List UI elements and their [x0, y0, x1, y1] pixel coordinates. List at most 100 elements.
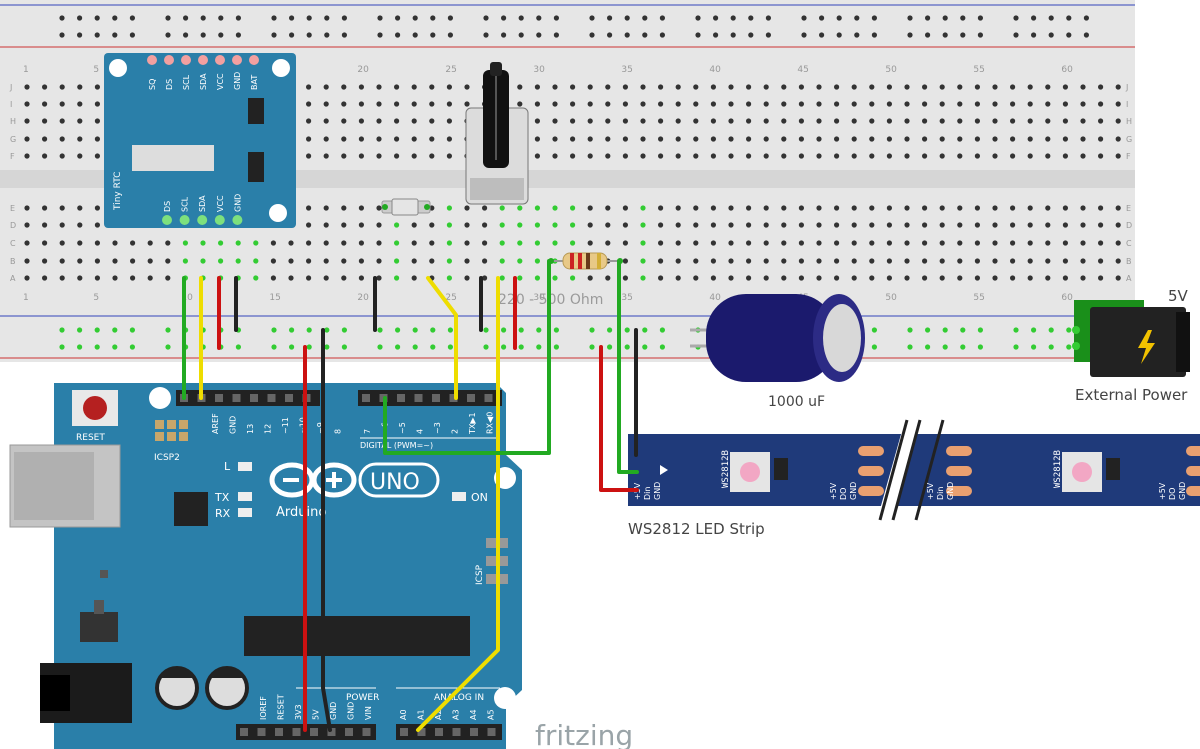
rtc-chip	[248, 98, 264, 124]
breadboard-hole	[1045, 153, 1051, 159]
column-number: 20	[357, 65, 369, 75]
breadboard-hole	[640, 222, 646, 228]
power-jack	[1072, 300, 1190, 377]
row-letter: D	[10, 221, 16, 230]
rail-hole	[501, 32, 507, 38]
rail-hole	[430, 327, 436, 333]
reset-button[interactable]	[83, 396, 107, 420]
breadboard-hole	[939, 101, 945, 107]
power-pin-label: IOREF	[259, 696, 268, 720]
header-hole	[449, 394, 458, 402]
resistor-band	[578, 253, 582, 269]
breadboard-hole	[587, 153, 593, 159]
breadboard-hole	[605, 118, 611, 124]
breadboard-hole	[658, 275, 664, 281]
rail-hole	[483, 32, 489, 38]
rail-hole	[624, 344, 630, 350]
breadboard-hole	[728, 84, 734, 90]
breadboard-hole	[1098, 84, 1104, 90]
rail-hole	[59, 344, 65, 350]
rail-hole	[377, 15, 383, 21]
breadboard-hole	[323, 205, 329, 211]
breadboard-hole	[446, 222, 452, 228]
breadboard-hole	[1098, 275, 1104, 281]
strip-break-line	[878, 419, 909, 521]
breadboard-hole	[42, 222, 48, 228]
rtc-pin-label: VCC	[216, 195, 225, 212]
breadboard-hole	[957, 84, 963, 90]
logo-ring	[311, 462, 357, 498]
rail-hole	[730, 32, 736, 38]
column-number: 35	[621, 65, 632, 75]
rail-hole	[395, 32, 401, 38]
breadboard-hole	[464, 84, 470, 90]
potentiometer-shaft[interactable]	[490, 62, 502, 76]
breadboard-hole	[341, 258, 347, 264]
breadboard-hole	[376, 258, 382, 264]
rail-hole	[289, 344, 295, 350]
breadboard-hole	[552, 84, 558, 90]
rail-hole	[59, 15, 65, 21]
header-hole	[397, 394, 405, 402]
breadboard-hole	[922, 240, 928, 246]
rail-hole	[659, 344, 666, 350]
strip-pin-label: +5V	[1158, 482, 1167, 500]
breadboard-hole	[869, 153, 875, 159]
breadboard-hole	[218, 240, 224, 246]
rail-hole	[183, 15, 189, 21]
breadboard-hole	[939, 153, 945, 159]
breadboard-hole	[130, 275, 136, 281]
solder-pad	[858, 486, 884, 496]
breadboard-hole	[24, 153, 30, 159]
pushbutton-cap[interactable]	[391, 198, 419, 216]
breadboard-hole	[253, 275, 259, 281]
potentiometer[interactable]	[465, 62, 529, 205]
rtc-pin-label: SCL	[181, 196, 190, 212]
rail-hole	[77, 344, 83, 350]
rtc-pin-label: DS	[165, 79, 174, 90]
column-number: 25	[445, 65, 456, 75]
pushbutton[interactable]	[381, 198, 431, 216]
breadboard-hole	[358, 205, 364, 211]
breadboard-hole	[622, 153, 629, 159]
breadboard-hole	[640, 118, 646, 124]
breadboard-hole	[957, 240, 963, 246]
digital-pin-label: 7	[363, 429, 372, 434]
breadboard-hole	[24, 258, 30, 264]
breadboard-hole	[922, 136, 928, 142]
rail-hole	[412, 344, 418, 350]
breadboard-hole	[693, 101, 699, 107]
rail-hole	[925, 344, 931, 350]
breadboard-hole	[816, 258, 822, 264]
breadboard-hole	[1062, 153, 1068, 159]
breadboard-hole	[517, 222, 523, 228]
breadboard-hole	[323, 136, 329, 142]
breadboard-hole	[605, 101, 611, 107]
wire-yellow-pot	[416, 276, 500, 732]
breadboard-hole	[1045, 136, 1051, 142]
rail-hole	[447, 15, 453, 21]
rail-hole	[341, 32, 347, 38]
rail-hole	[112, 15, 118, 21]
breadboard-hole	[886, 136, 893, 142]
breadboard-hole	[834, 240, 840, 246]
breadboard-hole	[1010, 118, 1016, 124]
strip-pin-label: Din	[643, 487, 652, 500]
breadboard-hole	[1098, 101, 1104, 107]
breadboard-hole	[675, 101, 681, 107]
breadboard-hole	[622, 205, 629, 211]
header-hole	[400, 728, 408, 736]
breadboard-hole	[42, 118, 48, 124]
rail-hole	[112, 344, 118, 350]
rail-hole	[589, 327, 595, 333]
breadboard-hole	[658, 136, 664, 142]
rail-hole	[430, 344, 436, 350]
breadboard-hole	[834, 153, 840, 159]
breadboard-hole	[306, 222, 312, 228]
breadboard-hole	[922, 101, 928, 107]
breadboard-hole	[834, 205, 840, 211]
breadboard-hole	[1010, 101, 1016, 107]
strip-pin-label: GND	[849, 482, 858, 500]
microcontroller-chip	[244, 616, 470, 656]
breadboard-hole	[622, 222, 629, 228]
